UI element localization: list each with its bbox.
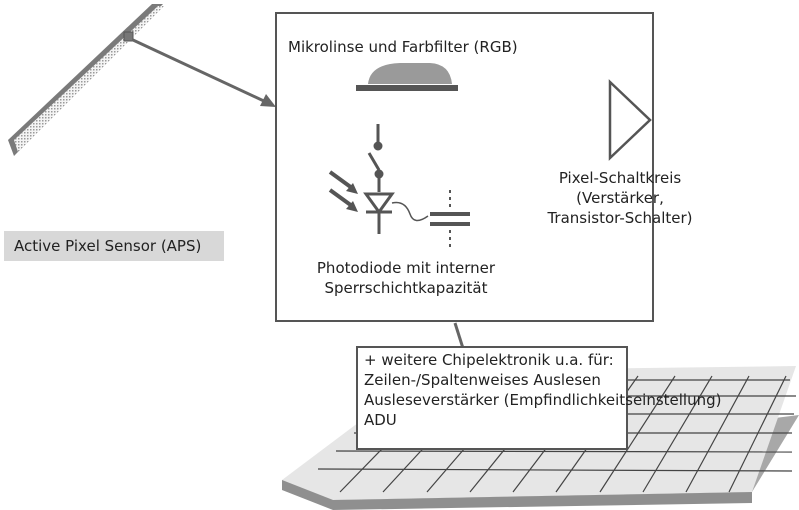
photodiode-label: Photodiode mit interner Sperrschichtkapa… [316,259,496,297]
amplifier-icon [608,79,652,161]
sensor-label: Active Pixel Sensor (APS) [4,231,224,261]
microlens-icon [356,63,458,91]
light-rays-icon [328,170,358,212]
pixel-detail-panel [275,12,654,322]
photodiode-icon [363,124,429,234]
sensor-chip-small [8,4,164,156]
chip-note-box [356,346,628,450]
microlens-label: Mikrolinse und Farbfilter (RGB) [288,38,518,56]
capacitor-icon [430,190,470,250]
chip-note-line: + weitere Chipelektronik u.a. für: [364,351,614,369]
chip-note-line: Zeilen-/Spaltenweises Auslesen [364,371,601,389]
chip-note-line: ADU [364,411,397,429]
chip-note-line: Ausleseverstärker (Empfindlichkeitseinst… [364,391,722,409]
pixel-circuit-label: Pixel-Schaltkreis (Verstärker, Transisto… [547,169,693,227]
selected-pixel-marker [123,31,134,42]
zoom-arrow-top [132,38,276,107]
chip-note-text: + weitere Chipelektronik u.a. für: Zeile… [364,350,722,430]
